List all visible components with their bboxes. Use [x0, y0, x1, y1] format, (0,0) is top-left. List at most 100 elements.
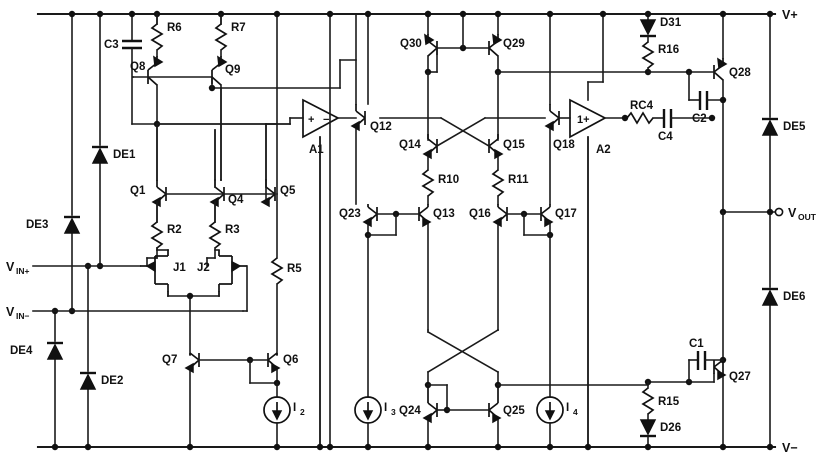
- resistor-r3-label: R3: [225, 224, 240, 236]
- resistor-r15-label: R15: [658, 396, 680, 408]
- rail-v-plus-label: V+: [782, 8, 798, 22]
- amplifier-a1-minus: −: [323, 114, 329, 126]
- diode-de2-branch: DE2: [79, 262, 123, 451]
- current-source-i4-sub: 4: [573, 407, 578, 417]
- resistor-r2-label: R2: [167, 224, 182, 236]
- terminal-vout: V OUT: [719, 206, 817, 222]
- transistor-q9-label: Q9: [225, 64, 240, 76]
- capacitor-c1-label: C1: [689, 338, 704, 350]
- transistor-q24-label: Q24: [399, 405, 421, 417]
- transistor-q30-label: Q30: [400, 38, 422, 50]
- transistor-q25: Q25: [443, 381, 649, 451]
- vin-minus-sub: IN−: [16, 311, 30, 321]
- transistor-q12: Q12: [350, 13, 392, 205]
- capacitor-c2: C2: [688, 71, 727, 125]
- rail-v-plus: V+: [36, 8, 798, 22]
- capacitor-c3-label: C3: [104, 39, 119, 51]
- diode-de6: DE6: [761, 211, 805, 451]
- resistor-r2: R2: [146, 201, 182, 267]
- transistor-q30: Q30: [400, 10, 438, 73]
- capacitor-c2-label: C2: [692, 113, 707, 125]
- diode-de3-branch: DE3: [26, 10, 81, 315]
- capacitor-c4-label: C4: [658, 131, 673, 143]
- diode-de6-label: DE6: [783, 291, 805, 303]
- resistor-r6-label: R6: [167, 22, 182, 34]
- rail-v-minus-label: V−: [782, 441, 798, 455]
- transistor-q4: Q4: [209, 179, 244, 223]
- current-source-i2-label: I: [293, 402, 296, 414]
- q23-q13-base-tie: [367, 210, 420, 236]
- transistor-q13: Q13: [418, 204, 455, 331]
- resistor-r10: R10: [421, 169, 459, 205]
- resistor-r5-label: R5: [287, 263, 302, 275]
- resistor-rc4-label: RC4: [630, 100, 654, 112]
- transistor-q9: Q9: [211, 55, 240, 181]
- diode-d31: D31: [639, 10, 682, 43]
- mid-bus-links: [156, 123, 216, 181]
- diode-d31-label: D31: [660, 17, 682, 29]
- resistor-r11: R11: [491, 169, 529, 205]
- transistor-q27: Q27: [644, 211, 751, 451]
- vin-plus-label: V: [6, 260, 15, 274]
- resistor-rc4: RC4: [626, 100, 654, 125]
- transistor-q17-label: Q17: [555, 208, 577, 220]
- resistor-r11-label: R11: [508, 174, 529, 186]
- transistor-q13-label: Q13: [433, 208, 455, 220]
- capacitor-c3: C3: [104, 10, 158, 125]
- transistor-q1-label: Q1: [130, 185, 146, 197]
- vout-label: V: [788, 206, 797, 220]
- capacitor-c1: C1: [688, 338, 724, 383]
- q5-supply-link: [265, 123, 278, 181]
- diode-de2-label: DE2: [101, 375, 123, 387]
- amplifier-a2: 1+ A2: [558, 13, 629, 448]
- jfet-j1-label: J1: [173, 262, 186, 274]
- bottom-rail-connections: [273, 10, 607, 451]
- transistor-q25-label: Q25: [503, 405, 525, 417]
- q30-q29-base-bus: [424, 13, 649, 141]
- amplifier-a2-label: A2: [596, 144, 611, 156]
- diode-de5: DE5: [761, 10, 806, 213]
- transistor-q23: Q23: [339, 204, 378, 398]
- transistor-q14: Q14: [399, 134, 438, 171]
- current-source-i3-sub: 3: [391, 407, 396, 417]
- transistor-q8: Q8: [130, 55, 164, 125]
- transistor-q12-label: Q12: [370, 121, 392, 133]
- jfet-j2-label: J2: [197, 262, 210, 274]
- transistor-q6-label: Q6: [283, 354, 298, 366]
- terminal-vin-plus: V IN+: [6, 260, 141, 276]
- vout-sub: OUT: [798, 212, 817, 222]
- transistor-q24: Q24: [399, 381, 448, 451]
- transistor-q28: Q28: [647, 10, 751, 213]
- current-source-i4-label: I: [566, 402, 569, 414]
- transistor-q8-label: Q8: [130, 61, 146, 73]
- amplifier-a2-gain: 1+: [577, 114, 590, 126]
- transistor-q7: Q7: [162, 352, 251, 451]
- transistor-q5-label: Q5: [280, 185, 296, 197]
- amplifier-a1-label: A1: [309, 144, 324, 156]
- transistor-q4-label: Q4: [228, 194, 244, 206]
- vin-minus-label: V: [6, 305, 15, 319]
- resistor-r7-label: R7: [231, 22, 246, 34]
- transistor-q7-label: Q7: [162, 354, 177, 366]
- current-source-i2: I 2: [263, 382, 305, 451]
- top-rail-dots: [424, 10, 467, 18]
- transistor-q15: Q15: [488, 134, 525, 171]
- terminal-vin-minus: V IN−: [6, 305, 244, 321]
- q24-q25-cross: [426, 328, 500, 386]
- diode-de4-label: DE4: [10, 345, 33, 357]
- transistor-q27-label: Q27: [729, 371, 751, 383]
- jfet-j1: J1: [140, 247, 186, 297]
- q14-q15-cross-couple: [379, 116, 546, 148]
- current-source-i3: I 3: [354, 396, 396, 451]
- rail-v-minus: V−: [36, 441, 798, 455]
- transistor-q6: Q6: [246, 352, 298, 387]
- transistor-q23-label: Q23: [339, 208, 361, 220]
- resistor-r3: R3: [206, 201, 240, 267]
- amplifier-a1-plus: +: [308, 114, 314, 126]
- current-source-i4: I 4: [536, 396, 578, 451]
- vin-plus-sub: IN+: [16, 266, 30, 276]
- q16-q17-base-tie: [506, 210, 551, 236]
- resistor-r16: R16: [641, 41, 679, 76]
